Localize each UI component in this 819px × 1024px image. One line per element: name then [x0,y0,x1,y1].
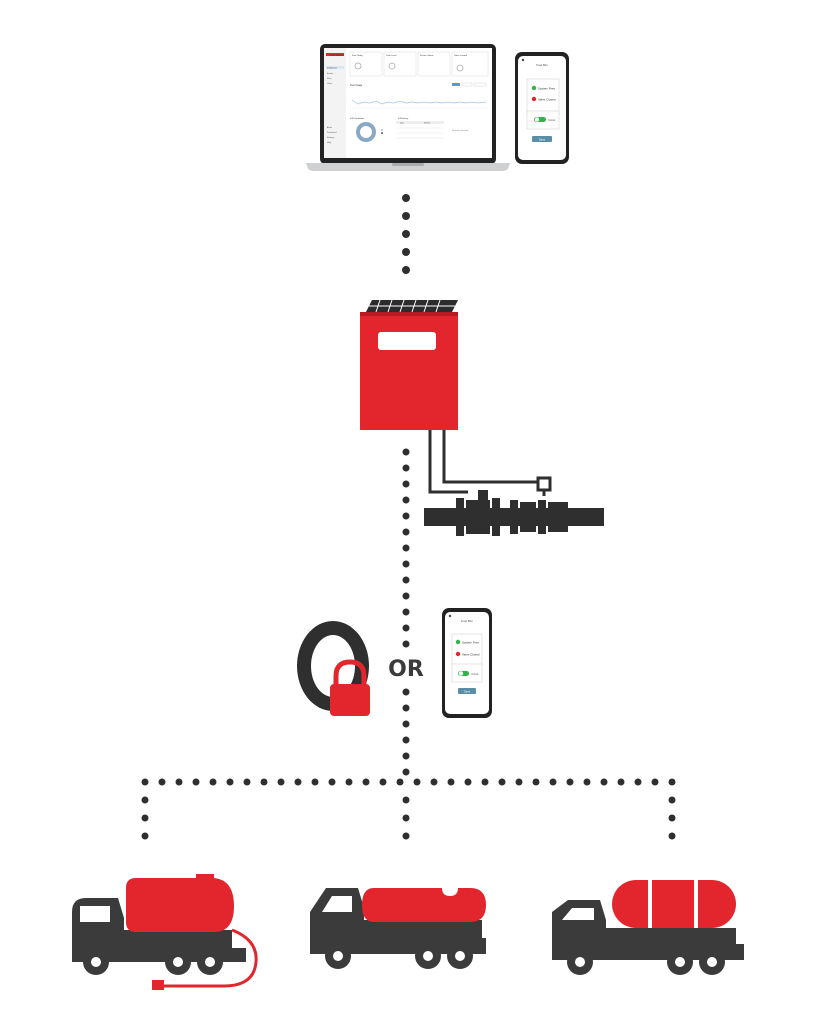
dotted-connector-top [402,194,410,274]
card-title: Fuel Today [352,55,364,57]
status-text: Valve Closed [462,653,480,657]
status-ok-icon [455,639,461,645]
cable-lines [428,430,546,496]
phone-save-label: Save [539,137,546,141]
phone-save-button[interactable] [532,136,552,142]
status-ok-icon [531,85,537,91]
nav-item[interactable]: Events [327,72,333,75]
usage-chart: Fuel Usage [350,82,488,109]
phone-icon: Fuel Min System Free Valve Closed Unlock… [515,52,569,164]
table-header: Volume [424,122,430,124]
status-alert-icon [455,651,461,657]
display-window [378,332,436,350]
nav-item[interactable]: Alerts [327,126,332,129]
table-header: Date [400,121,404,124]
phone-icon: Fuel Min System Free Valve Closed Unlock… [442,608,492,718]
phone-app-title: Fuel Min [461,619,473,623]
or-label: OR [388,657,424,682]
phone-app-title: Fuel Min [536,63,548,67]
dotted-connector-middle [402,448,410,776]
toggle-label: Unlock [471,673,479,676]
dashboard-cards: Fuel Today Tank Level Device Status Valv… [349,51,489,77]
chart-title: Fuel Usage [350,84,363,87]
card-title: Tank Level [386,55,397,57]
alerts-note: No alerts at this time [452,129,468,132]
brand-logo [326,53,344,56]
solar-panel-icon [366,299,458,313]
controller-box-icon [360,312,458,430]
table-title: Fill History [398,117,409,120]
toggle-label: Unlock [548,119,556,122]
brand-text: FUELSENTRY [330,55,345,57]
phone-save-label: Save [464,689,471,693]
card-title: Valve Control [454,54,467,57]
nav-item[interactable]: Dashboard [327,68,337,70]
status-text: Valve Closed [538,98,556,102]
flow-meter-valve-icon [424,476,604,536]
dotted-connector-branch [141,778,676,840]
phone-save-button[interactable] [458,688,476,694]
status-alert-icon [531,96,537,102]
nav-item[interactable]: Settings [327,136,334,139]
fuel-truck-icon [552,880,744,975]
nav-item[interactable]: Scheduled [327,132,336,134]
nav-item[interactable]: Users [327,83,332,85]
fuel-truck-icon [310,888,486,969]
status-text: System Free [462,641,479,645]
nav-item[interactable]: Help [327,142,332,144]
fill-table: Fill History Date Volume No alerts at th… [396,117,468,139]
card-title: Device Status [420,54,434,57]
laptop-icon: FUELSENTRY Dashboard Events Sites Users … [306,44,510,171]
nav-item[interactable]: Sites [327,77,331,80]
status-text: System Free [538,87,555,91]
padlock-icon [330,659,370,716]
donut-chart: Fill Distribution [350,117,383,142]
fuel-truck-icon [72,874,258,990]
donut-title: Fill Distribution [350,117,365,120]
